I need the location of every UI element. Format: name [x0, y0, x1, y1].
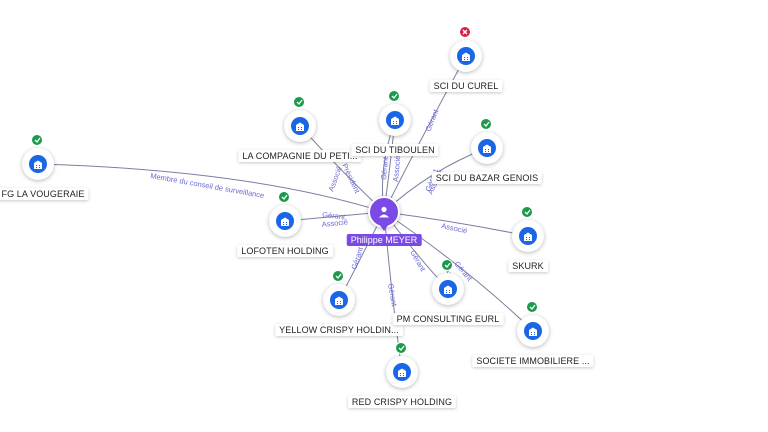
- node-label: LOFOTEN HOLDING: [237, 245, 333, 257]
- active-status-icon: [521, 206, 533, 218]
- building-icon: [280, 217, 289, 226]
- node-label: SCI DU BAZAR GENOIS: [431, 172, 543, 184]
- edge-societe-immobiliere: [383, 211, 534, 332]
- node-disc[interactable]: [450, 26, 482, 72]
- node-label: SKURK: [508, 260, 548, 272]
- node-disc[interactable]: [379, 90, 411, 136]
- active-status-icon: [332, 270, 344, 282]
- edge-label-yellow: Gérant: [349, 245, 365, 270]
- node-disc[interactable]: [22, 134, 54, 180]
- node-label: RED CRISPY HOLDING: [347, 396, 457, 408]
- building-icon: [397, 368, 406, 377]
- active-status-icon: [278, 191, 290, 203]
- edge-label-tiboulen-2: Associé: [391, 155, 402, 182]
- edge-lofoten-holding: [284, 211, 385, 222]
- active-status-icon: [31, 134, 43, 146]
- node-disc[interactable]: [323, 270, 355, 316]
- building-icon: [33, 160, 42, 169]
- edge-label-pm-1: Gérant: [408, 249, 428, 274]
- node-label: SOCIETE IMMOBILIERE ...: [472, 355, 594, 367]
- node-disc[interactable]: [517, 301, 549, 347]
- node-disc[interactable]: [284, 96, 316, 142]
- node-disc[interactable]: [512, 206, 544, 252]
- edge-sci-du-curel: [383, 55, 467, 213]
- building-icon: [443, 285, 452, 294]
- node-disc[interactable]: [471, 118, 503, 164]
- building-icon: [390, 116, 399, 125]
- edge-label-skurk: Associé: [441, 221, 469, 235]
- edge-red-crispy: [383, 211, 403, 373]
- node-label: YELLOW CRISPY HOLDIN...: [275, 324, 403, 336]
- edge-label-tiboulen-1: Gérant: [379, 156, 390, 181]
- node-label: SCI DU TIBOULEN: [351, 144, 439, 156]
- building-icon: [295, 122, 304, 131]
- building-icon: [334, 296, 343, 305]
- node-disc[interactable]: [386, 342, 418, 388]
- active-status-icon: [388, 90, 400, 102]
- node-disc[interactable]: [432, 259, 464, 305]
- edge-label-curel: Gérant: [424, 107, 441, 132]
- edge-label-red: Gérant: [386, 283, 399, 308]
- node-label: FG LA VOUGERAIE: [0, 188, 89, 200]
- active-status-icon: [441, 259, 453, 271]
- center-pin-tip: [379, 224, 389, 231]
- node-label: SCI DU CUREL: [429, 80, 503, 92]
- edge-fg-la-vougeraie: [37, 163, 385, 213]
- building-icon: [461, 52, 470, 61]
- active-status-icon: [480, 118, 492, 130]
- edge-label-compagnie-1: Associé: [326, 165, 343, 193]
- person-icon: [379, 206, 389, 218]
- edge-label-lofoten-1: Gérant: [322, 210, 347, 221]
- inactive-status-icon: [459, 26, 471, 38]
- center-label: Philippe MEYER: [346, 234, 422, 246]
- node-label: LA COMPAGNIE DU PETI...: [238, 150, 362, 162]
- active-status-icon: [395, 342, 407, 354]
- building-icon: [523, 232, 532, 241]
- active-status-icon: [526, 301, 538, 313]
- building-icon: [482, 144, 491, 153]
- node-disc[interactable]: [269, 191, 301, 237]
- edge-label-compagnie-2: Président: [340, 162, 362, 195]
- edge-label-lofoten-2: Associé: [321, 217, 348, 229]
- center-pin[interactable]: [368, 196, 400, 228]
- node-label: PM CONSULTING EURL: [392, 313, 504, 325]
- active-status-icon: [293, 96, 305, 108]
- edge-label-vougeraie: Membre du conseil de surveillance: [150, 171, 265, 200]
- building-icon: [528, 327, 537, 336]
- edge-labels: Gérant Associé Président Gérant Associé …: [150, 107, 475, 308]
